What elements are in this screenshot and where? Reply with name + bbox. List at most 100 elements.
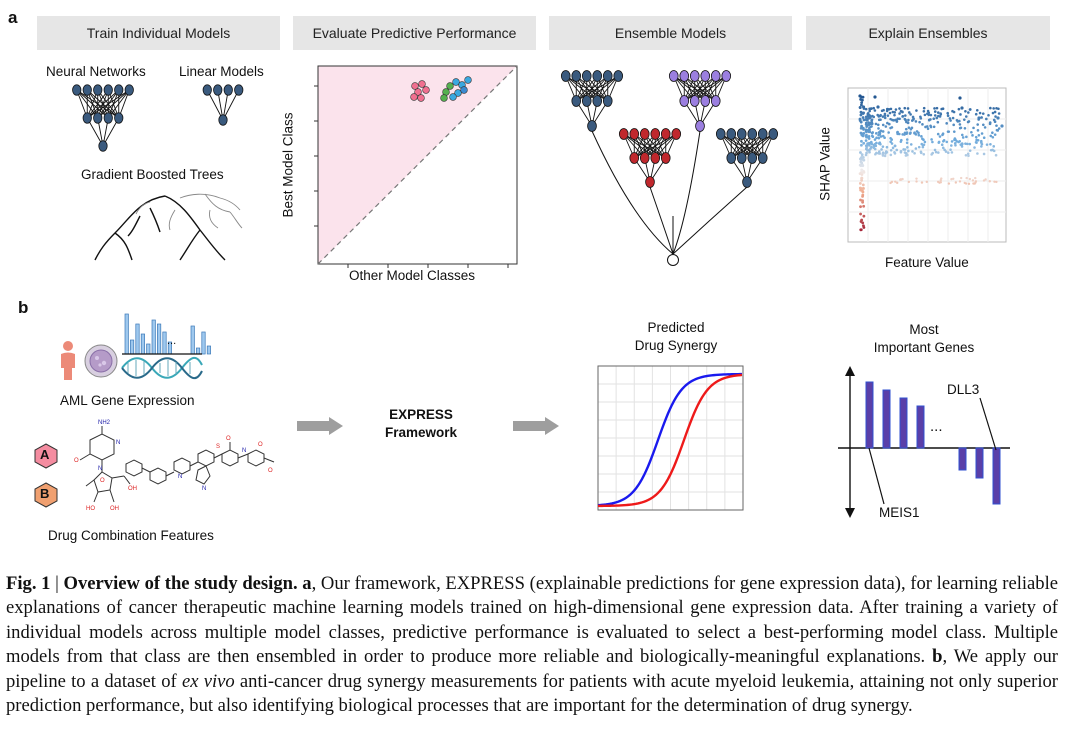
shap-point bbox=[942, 139, 946, 142]
shap-point bbox=[980, 132, 984, 135]
shap-point bbox=[923, 113, 927, 117]
svg-text:N: N bbox=[202, 486, 206, 492]
shap-point bbox=[957, 107, 961, 111]
shap-point bbox=[895, 119, 899, 123]
network-node bbox=[98, 140, 108, 152]
model-point bbox=[417, 94, 425, 102]
header-label: Evaluate Predictive Performance bbox=[312, 25, 517, 41]
shap-point bbox=[868, 116, 872, 120]
shap-point bbox=[905, 131, 909, 134]
shap-point bbox=[898, 117, 901, 121]
shap-point bbox=[922, 153, 926, 156]
expression-bar bbox=[162, 331, 167, 355]
shap-point bbox=[968, 142, 972, 146]
shap-point bbox=[881, 145, 885, 148]
shap-point bbox=[859, 120, 863, 124]
shap-point bbox=[964, 153, 968, 157]
shap-point bbox=[931, 151, 934, 155]
shap-point bbox=[980, 142, 984, 146]
shap-point bbox=[923, 140, 927, 144]
header-explain-ensembles: Explain Ensembles bbox=[806, 16, 1050, 50]
svg-text:O: O bbox=[74, 458, 79, 464]
shap-point bbox=[885, 150, 889, 154]
shap-point bbox=[939, 181, 942, 184]
shap-point bbox=[915, 130, 919, 133]
shap-point bbox=[932, 125, 936, 129]
network-node bbox=[587, 120, 597, 132]
network-node bbox=[629, 152, 640, 164]
shap-point bbox=[907, 149, 910, 153]
network-node bbox=[72, 84, 82, 96]
shap-point bbox=[874, 122, 878, 126]
network-node bbox=[650, 152, 661, 164]
shap-point bbox=[920, 142, 924, 146]
shap-point bbox=[899, 109, 903, 113]
shap-point bbox=[975, 108, 979, 112]
shap-point bbox=[893, 150, 896, 154]
gradient-boosted-trees-diagram bbox=[94, 193, 243, 261]
shap-point bbox=[877, 136, 881, 140]
ensemble-diagram bbox=[560, 70, 779, 266]
network-node bbox=[768, 128, 779, 140]
shap-point bbox=[860, 101, 864, 105]
network-node bbox=[560, 70, 571, 82]
network-node bbox=[689, 95, 700, 107]
shap-point bbox=[889, 148, 893, 152]
shap-point bbox=[953, 142, 957, 145]
shap-point bbox=[909, 113, 912, 116]
shap-point bbox=[884, 125, 888, 128]
synergy-title-line-1: Predicted bbox=[647, 320, 705, 335]
dna-icon bbox=[121, 356, 203, 380]
shap-point bbox=[906, 107, 910, 110]
network-node bbox=[736, 128, 747, 140]
shap-point bbox=[996, 116, 1000, 120]
shap-point bbox=[868, 150, 871, 154]
shap-point bbox=[883, 154, 887, 158]
dll3-pointer bbox=[979, 397, 997, 451]
arrow-down-icon bbox=[845, 508, 855, 518]
network-node bbox=[103, 112, 113, 124]
shap-point bbox=[968, 177, 972, 181]
shap-point bbox=[899, 178, 902, 182]
network-node bbox=[726, 128, 737, 140]
gene-importance-bar bbox=[916, 405, 925, 449]
shap-point bbox=[860, 161, 864, 165]
shap-point bbox=[929, 125, 933, 129]
shap-point bbox=[893, 144, 897, 148]
shap-point bbox=[977, 133, 981, 137]
shap-point bbox=[989, 106, 992, 110]
network-node bbox=[639, 128, 650, 140]
network-node bbox=[114, 84, 124, 96]
drug-a-hexagon bbox=[34, 443, 58, 469]
caption-b-text-2: anti-cancer drug synergy measurements fo… bbox=[6, 670, 1059, 717]
shap-point bbox=[872, 143, 876, 147]
shap-point bbox=[860, 132, 863, 135]
shap-point bbox=[881, 154, 885, 157]
caption-a-text: , Our framework, EXPRESS (explainable pr… bbox=[6, 573, 1059, 668]
shap-point bbox=[881, 115, 885, 118]
panel-a-letter: a bbox=[8, 8, 18, 27]
network-node bbox=[93, 112, 103, 124]
shap-point bbox=[919, 115, 922, 119]
shap-point bbox=[982, 136, 986, 140]
model-point bbox=[452, 78, 460, 86]
shap-point bbox=[940, 107, 943, 111]
shap-point bbox=[917, 133, 921, 137]
shap-point bbox=[873, 109, 877, 112]
shap-point bbox=[982, 123, 985, 127]
caption-b-italic: ex vivo bbox=[181, 670, 235, 692]
shap-point bbox=[862, 170, 866, 174]
shap-point bbox=[936, 180, 940, 184]
shap-point bbox=[907, 118, 910, 122]
shap-point bbox=[861, 116, 865, 119]
shap-point bbox=[937, 141, 941, 144]
expression-bar bbox=[130, 339, 135, 355]
shap-point bbox=[890, 142, 894, 145]
shap-point bbox=[936, 132, 940, 136]
shap-point bbox=[967, 154, 970, 158]
network-node bbox=[757, 128, 768, 140]
shap-point bbox=[941, 146, 945, 150]
shap-point bbox=[952, 177, 955, 181]
shap-point bbox=[862, 105, 865, 109]
network-node bbox=[592, 70, 603, 82]
